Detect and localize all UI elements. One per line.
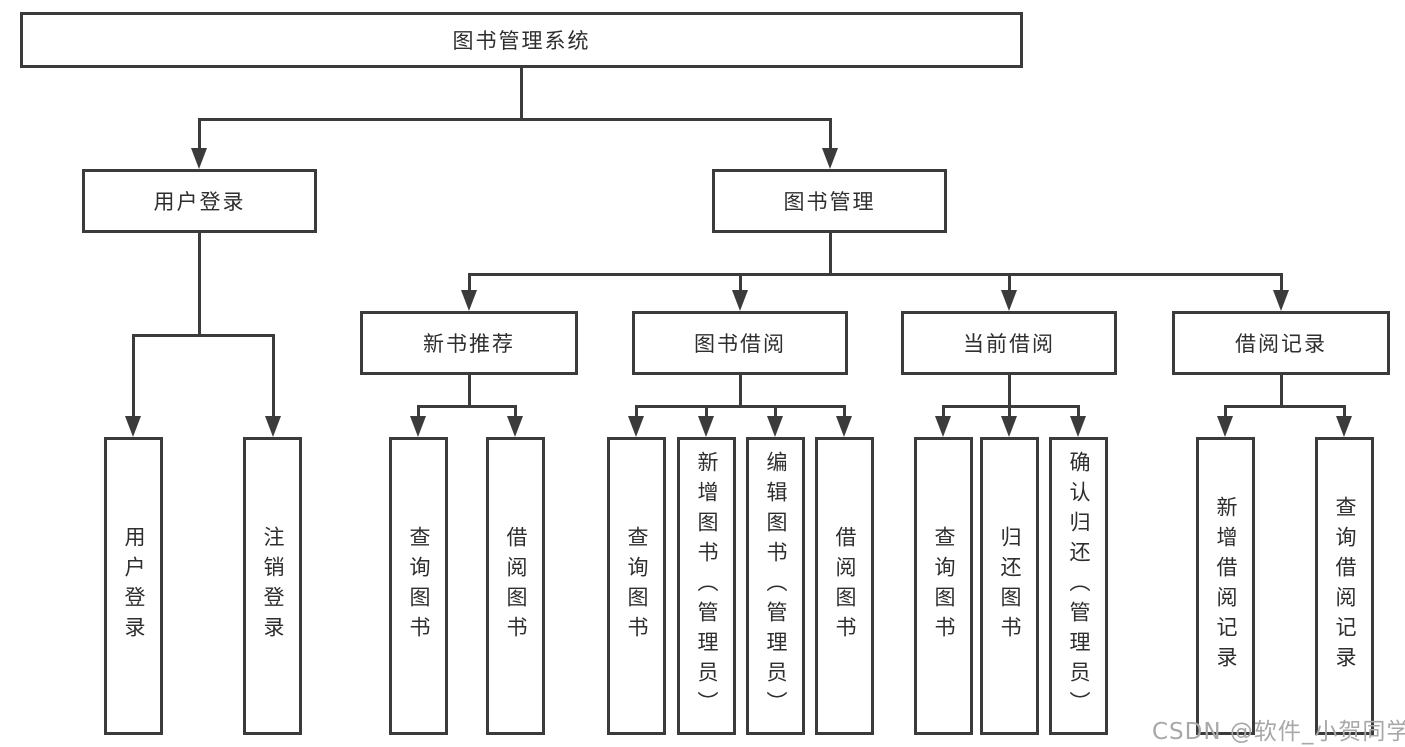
arrow-down-icon	[628, 416, 644, 437]
leaf-add-books-admin: 新增图书（管理员）	[677, 437, 736, 735]
arrow-down-icon	[935, 416, 951, 437]
node-label: 图书借阅	[694, 332, 786, 356]
connector-line	[520, 68, 523, 118]
leaf-return-books: 归还图书	[980, 437, 1039, 735]
connector-line	[1343, 405, 1346, 418]
node-library-management-system: 图书管理系统	[20, 12, 1023, 68]
arrow-down-icon	[191, 148, 207, 169]
connector-line	[635, 405, 845, 408]
connector-line	[198, 233, 201, 334]
leaf-edit-books-admin: 编辑图书（管理员）	[746, 437, 805, 735]
connector-line	[198, 118, 201, 150]
node-label: 用户登录	[153, 190, 246, 214]
connector-line	[514, 405, 517, 418]
arrow-down-icon	[1273, 290, 1289, 311]
leaf-label: 新增借阅记录	[1214, 496, 1238, 676]
leaf-query-books-recommend: 查询图书	[389, 437, 448, 735]
arrow-down-icon	[1070, 416, 1086, 437]
arrow-down-icon	[698, 416, 714, 437]
node-borrowing-records: 借阅记录	[1172, 311, 1390, 375]
node-label: 图书管理系统	[452, 29, 591, 53]
leaf-label: 用户登录	[122, 526, 146, 646]
connector-line	[635, 405, 638, 418]
leaf-confirm-return-admin: 确认归还（管理员）	[1049, 437, 1108, 735]
leaf-label: 借阅图书	[833, 526, 857, 646]
arrow-down-icon	[265, 416, 281, 437]
node-user-login: 用户登录	[82, 169, 317, 233]
connector-line	[468, 273, 471, 293]
node-book-management: 图书管理	[712, 169, 947, 233]
connector-line	[468, 375, 471, 407]
leaf-label: 查询图书	[932, 526, 956, 646]
node-label: 当前借阅	[963, 332, 1055, 356]
connector-line	[1008, 375, 1011, 407]
leaf-label: 注销登录	[261, 526, 285, 646]
leaf-label: 查询图书	[407, 526, 431, 646]
leaf-logout-login: 注销登录	[243, 437, 302, 735]
leaf-query-books-borrowing: 查询图书	[607, 437, 666, 735]
connector-line	[1224, 405, 1346, 408]
connector-line	[198, 118, 832, 121]
leaf-label: 借阅图书	[504, 526, 528, 646]
node-book-borrowing: 图书借阅	[632, 311, 848, 375]
connector-line	[1008, 273, 1011, 293]
arrow-down-icon	[410, 416, 426, 437]
connector-line	[272, 334, 275, 418]
arrow-down-icon	[822, 148, 838, 169]
arrow-down-icon	[1001, 290, 1017, 311]
leaf-label: 编辑图书（管理员）	[764, 451, 788, 721]
connector-line	[1280, 273, 1283, 293]
leaf-label: 新增图书（管理员）	[695, 451, 719, 721]
arrow-down-icon	[1336, 416, 1352, 437]
connector-line	[739, 375, 742, 407]
node-current-borrowing: 当前借阅	[901, 311, 1117, 375]
connector-line	[1224, 405, 1227, 418]
arrow-down-icon	[1217, 416, 1233, 437]
leaf-label: 确认归还（管理员）	[1067, 451, 1091, 721]
connector-line	[774, 405, 777, 418]
watermark: CSDN @软件_小贺同学	[1152, 719, 1405, 745]
connector-line	[942, 405, 945, 418]
connector-line	[132, 334, 135, 418]
connector-line	[417, 405, 517, 408]
connector-line	[468, 273, 1282, 276]
arrow-down-icon	[767, 416, 783, 437]
connector-line	[1280, 375, 1283, 407]
connector-line	[705, 405, 708, 418]
node-new-book-recommendation: 新书推荐	[360, 311, 578, 375]
arrow-down-icon	[507, 416, 523, 437]
connector-line	[739, 273, 742, 293]
connector-line	[829, 118, 832, 150]
connector-line	[1008, 405, 1011, 418]
node-label: 借阅记录	[1235, 332, 1327, 356]
arrow-down-icon	[836, 416, 852, 437]
connector-line	[829, 233, 832, 275]
arrow-down-icon	[1001, 416, 1017, 437]
leaf-label: 查询借阅记录	[1333, 496, 1357, 676]
connector-line	[417, 405, 420, 418]
node-label: 新书推荐	[423, 332, 515, 356]
leaf-query-borrow-record: 查询借阅记录	[1315, 437, 1374, 735]
leaf-label: 查询图书	[625, 526, 649, 646]
connector-line	[1077, 405, 1080, 418]
connector-line	[843, 405, 846, 418]
leaf-borrow-books-recommend: 借阅图书	[486, 437, 545, 735]
leaf-user-login: 用户登录	[104, 437, 163, 735]
connector-line	[132, 334, 275, 337]
leaf-borrow-books-borrowing: 借阅图书	[815, 437, 874, 735]
leaf-label: 归还图书	[998, 526, 1022, 646]
leaf-add-borrow-record: 新增借阅记录	[1196, 437, 1255, 735]
leaf-query-books-current: 查询图书	[914, 437, 973, 735]
arrow-down-icon	[732, 290, 748, 311]
arrow-down-icon	[461, 290, 477, 311]
node-label: 图书管理	[783, 190, 876, 214]
arrow-down-icon	[125, 416, 141, 437]
